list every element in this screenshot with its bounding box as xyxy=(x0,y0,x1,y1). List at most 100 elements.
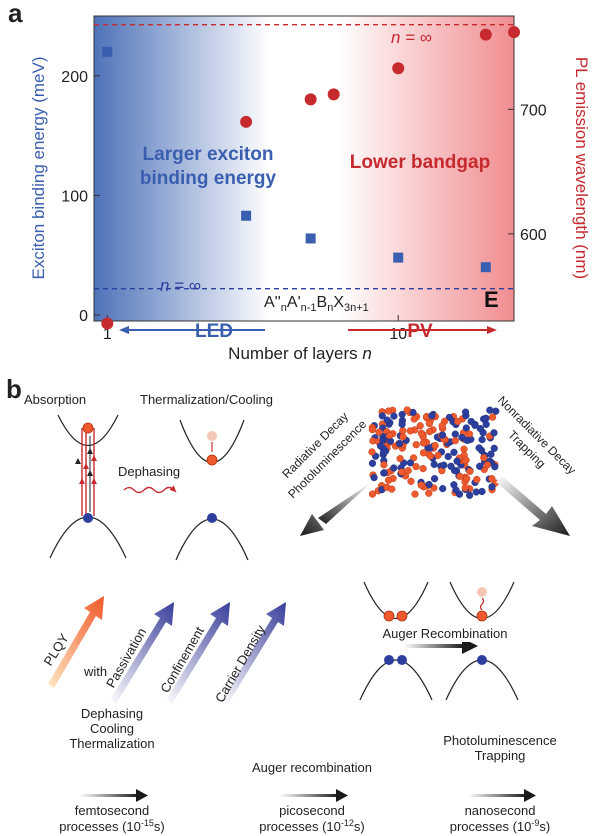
timeline-process-label-2-1: Trapping xyxy=(475,748,526,763)
panel-b-label: b xyxy=(6,374,22,404)
led-pv-arrows: LED PV xyxy=(119,321,497,342)
auger-left-electron-1 xyxy=(383,610,395,622)
timeline-arrow-head-2 xyxy=(524,789,536,802)
formula-a1: A' xyxy=(287,294,301,311)
pv-label: PV xyxy=(407,321,433,342)
cloud-particle xyxy=(390,412,398,420)
cloud-particle xyxy=(466,467,474,475)
cloud-particle xyxy=(439,431,447,439)
timeline-arrow-head-0 xyxy=(136,789,148,802)
formula-b-sub: n xyxy=(327,302,333,314)
passivation-arrow xyxy=(110,602,174,704)
auger-left-conduction-band xyxy=(363,581,429,620)
timeline-process-label-1-0: Auger recombination xyxy=(252,760,372,775)
cloud-particle xyxy=(473,475,481,484)
cloud-particle xyxy=(426,452,435,460)
x-axis-label-main: Number of layers xyxy=(228,344,362,363)
plot-frame xyxy=(93,15,515,322)
cloud-particle xyxy=(447,462,455,470)
data-point-circle-0 xyxy=(101,317,114,330)
cloud-particle xyxy=(431,475,439,483)
cloud-particle xyxy=(488,483,496,491)
y-tick-left-label-1: 100 xyxy=(61,188,88,205)
cloud-particle xyxy=(461,484,469,492)
y-axis-label-left: Exciton binding energy (meV) xyxy=(29,56,48,279)
cloud-particle xyxy=(396,439,404,448)
radiative-decay-arrow-body xyxy=(318,482,372,524)
thermalization-label: Thermalization/Cooling xyxy=(140,392,273,407)
cloud-particle xyxy=(463,436,471,444)
cloud-particle xyxy=(472,488,480,496)
plot-background xyxy=(94,16,514,321)
cloud-particle xyxy=(467,417,475,426)
cloud-particle xyxy=(478,436,486,444)
formula-a2-sub: n xyxy=(281,302,287,314)
absorption-diagram: Absorption xyxy=(24,392,127,559)
cloud-particle xyxy=(487,450,495,458)
absorption-conduction-band xyxy=(57,414,119,446)
data-point-circle-4 xyxy=(392,62,405,75)
absorption-label: Absorption xyxy=(24,392,86,407)
radiative-decay-arrow xyxy=(300,478,368,536)
cloud-particle xyxy=(398,468,406,476)
cloud-particle xyxy=(380,461,388,469)
cloud-particle xyxy=(439,485,447,493)
data-point-square-3 xyxy=(393,252,404,263)
timeline-arrow-body-2 xyxy=(468,794,526,797)
cloud-particle xyxy=(451,430,459,438)
n-inf-symbol-right: ∞ xyxy=(420,28,432,47)
cloud-particle xyxy=(462,456,470,464)
data-point-circle-2 xyxy=(304,93,317,106)
cloud-particle xyxy=(476,425,485,433)
timeline-arrow-body-0 xyxy=(80,794,138,797)
cloud-particle xyxy=(462,408,470,416)
timeline-arrow-body-1 xyxy=(280,794,338,797)
cloud-particle xyxy=(426,428,434,436)
data-point-circle-5 xyxy=(479,28,492,41)
cloud-particle xyxy=(412,463,420,471)
cloud-particle xyxy=(404,467,412,475)
cloud-particle xyxy=(456,472,464,481)
cloud-particle xyxy=(370,474,378,482)
cloud-particle xyxy=(412,441,420,449)
absorption-hole xyxy=(83,513,93,523)
dephasing-group: Dephasing xyxy=(118,464,180,494)
timeline-processes-label-2: processes (10-9s) xyxy=(450,818,551,834)
cloud-particle xyxy=(425,489,433,497)
panel-a-label: a xyxy=(8,0,23,28)
nanoparticle-cloud xyxy=(368,406,500,499)
plot-area: Exciton binding energy (meV) PL emission… xyxy=(29,15,591,343)
cloud-particle xyxy=(430,460,438,469)
n-inf-prefix-left: n = xyxy=(160,276,189,295)
cloud-particle xyxy=(428,412,436,420)
cloud-particle xyxy=(399,427,407,435)
cloud-particle xyxy=(417,429,426,437)
cloud-particle xyxy=(411,490,419,498)
x-axis-label: Number of layers n xyxy=(228,344,372,363)
data-point-circle-3 xyxy=(327,88,340,101)
cloud-particle xyxy=(480,454,488,462)
cloud-particle xyxy=(388,485,396,493)
cloud-particle xyxy=(445,413,454,422)
data-point-square-1 xyxy=(241,210,252,221)
absorption-valence-band xyxy=(49,516,127,559)
cloud-particle xyxy=(419,439,428,447)
thermalization-electron-final xyxy=(206,454,218,466)
cloud-particle xyxy=(460,445,468,453)
cloud-particle xyxy=(434,451,442,460)
cloud-particle xyxy=(488,475,496,483)
timeline-process-label-0-2: Thermalization xyxy=(69,736,154,751)
data-point-square-0 xyxy=(102,46,113,57)
cloud-particle xyxy=(416,422,424,430)
cloud-particle xyxy=(482,414,490,422)
x-tick-label-1: 10 xyxy=(389,326,407,343)
n-infinity-label-left: n = ∞ xyxy=(160,276,201,295)
thermalization-hole xyxy=(207,513,217,523)
data-points xyxy=(101,26,520,330)
x-tick-label-0: 1 xyxy=(103,326,112,343)
cloud-particle xyxy=(450,448,458,456)
data-point-square-2 xyxy=(305,233,316,244)
carrier-density-arrow xyxy=(222,602,286,704)
timeline-scale-label-1: picosecond xyxy=(279,803,345,818)
